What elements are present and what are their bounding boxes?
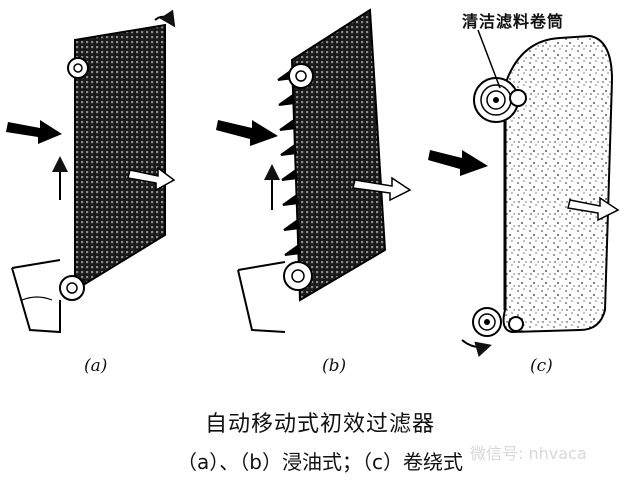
panel-c-label: (c) [530,356,553,376]
clean-filter-roll-label: 清洁滤料卷筒 [462,12,565,31]
caption-title: 自动移动式初效过滤器 [204,412,435,437]
panel-b-label: (b) [322,356,347,376]
panel-a-filter [6,9,176,334]
panel-b-filter [216,8,412,333]
caption-subtitle: （a）、（b）浸油式；（c）卷绕式 [177,450,463,474]
panel-a-label: (a) [84,356,108,376]
watermark: 微信号: nhvaca [470,444,587,463]
panel-c-filter [428,29,620,357]
